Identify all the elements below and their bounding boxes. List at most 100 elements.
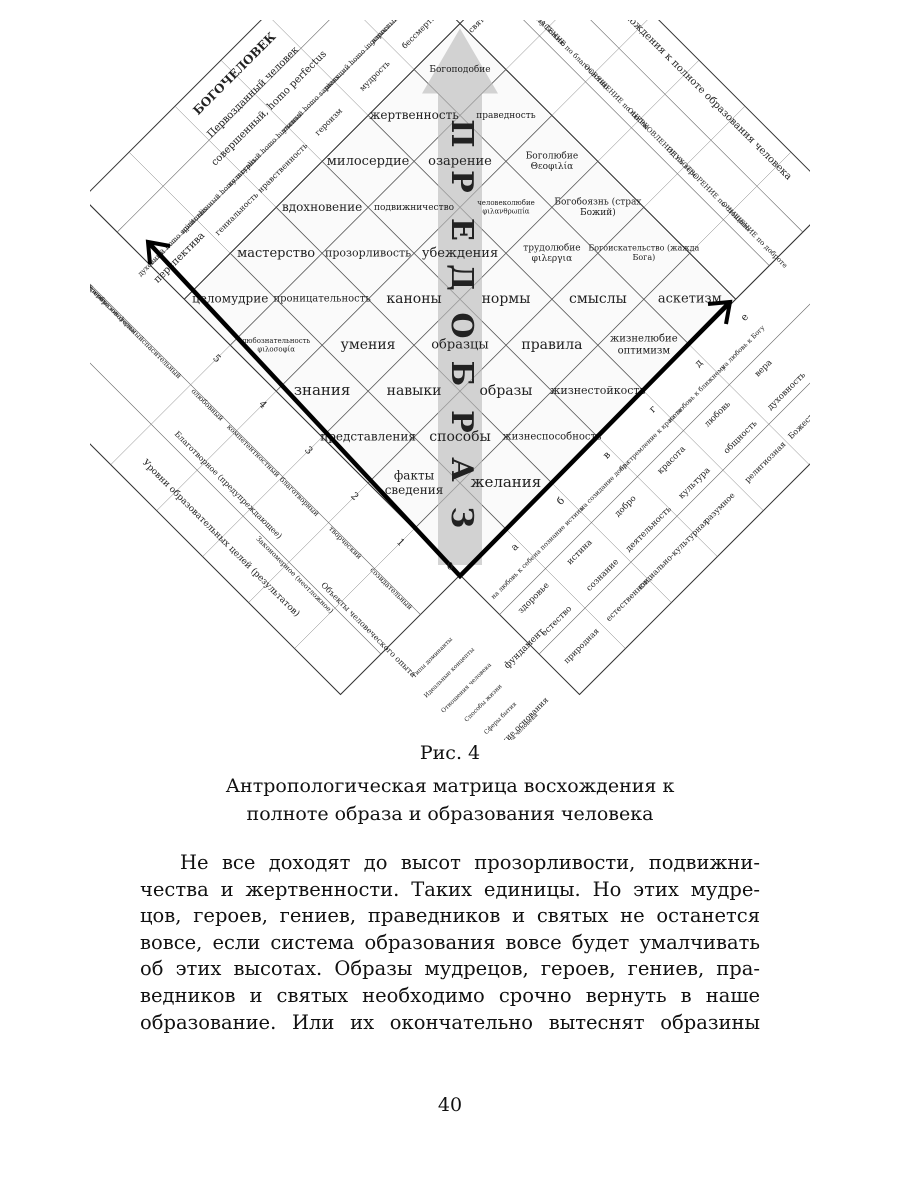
matrix-cell-text: нормы (482, 291, 531, 307)
banner-letter: Р (444, 170, 479, 193)
matrix-cell-text: милосердие (327, 154, 410, 169)
matrix-cell-text: жизнестойкость (550, 384, 645, 397)
matrix-cell-text: Бога) (632, 253, 655, 262)
band-line (294, 528, 415, 649)
band-line (551, 20, 648, 116)
body-paragraph: Не все доходят до высот прозорливости, п… (140, 850, 760, 1036)
matrix-cell-text: φιλεργια (532, 254, 572, 264)
matrix-cell-text: φιλοσοφία (257, 344, 295, 353)
banner-letter: А (444, 457, 479, 482)
figure-title-line-1: Антропологическая матрица восхождения к (225, 775, 675, 797)
matrix-cell-text: мастерство (237, 246, 315, 261)
lower-left-band (90, 204, 461, 696)
band-line (174, 106, 277, 208)
axis-arrows-group: 0 (145, 239, 733, 580)
band-line (202, 436, 323, 557)
body-line: об этих высотах. Образы мудрецов, героев… (140, 957, 760, 981)
banner-letter: З (444, 507, 479, 529)
matrix-cell-text: жизнеспособность (502, 432, 602, 443)
body-line: образование. Или их окончательно вытесня… (140, 1010, 760, 1034)
matrix-cell-text: факты (394, 468, 435, 482)
figure-title: Антропологическая матрица восхождения к … (100, 772, 800, 828)
body-line: ведников и святых необходимо срочно верн… (140, 983, 760, 1007)
matrix-cell-text: смыслы (569, 291, 627, 307)
band-line (110, 345, 231, 465)
banner-letter: Б (444, 361, 479, 387)
band-line (499, 303, 810, 615)
band-line (505, 20, 556, 70)
page-number: 40 (437, 1094, 463, 1116)
matrix-cell-text: Богоискательство (жажда (588, 243, 699, 252)
band-line (220, 60, 323, 162)
matrix-cell-text: аскетизм (658, 292, 722, 307)
matrix-cell-text: праведность (476, 111, 535, 121)
band-line (248, 482, 369, 603)
matrix-cell-text: трудолюбие (523, 242, 580, 253)
matrix-cell-text: Божий) (580, 207, 616, 218)
banner-letter: П (444, 119, 479, 147)
band-line (643, 106, 746, 208)
matrix-cell-text: убеждения (422, 246, 498, 261)
band-line (597, 436, 718, 557)
band-line (505, 528, 626, 649)
matrix-cell-text: Боголюбие (526, 150, 578, 161)
band-line (364, 20, 415, 70)
banner-letter: Е (444, 218, 479, 241)
figure-title-line-2: полноте образа и образования человека (246, 803, 654, 825)
band-line (643, 390, 764, 511)
matrix-cell-text: желания (471, 473, 542, 491)
matrix-cell-text: проницательность (273, 294, 371, 305)
v-axis-arrow (146, 240, 732, 580)
body-line: вовсе, если система образования вовсе бу… (140, 930, 760, 954)
right-level-letter: г (647, 404, 658, 415)
matrix-cell-text: человеколюбие (477, 199, 535, 207)
band-line (551, 482, 672, 603)
matrix-cell-text: сведения (385, 483, 444, 497)
matrix-cell-text: навыки (387, 383, 442, 399)
band-line (156, 390, 277, 511)
matrix-cell-text: целомудрие (192, 292, 268, 306)
banner-letter: О (444, 312, 479, 338)
matrix-cell-text: жертвенность (369, 108, 459, 122)
matrix-cell-text: φιλανθρωπία (482, 207, 529, 216)
banner-letter: Р (444, 410, 479, 433)
left-arrow-head (145, 239, 171, 265)
band-line (90, 283, 421, 615)
right-arrow-head (707, 299, 733, 325)
body-line: цов, героев, гениев, праведников и святы… (140, 904, 760, 928)
band-line (597, 60, 700, 162)
band-line (90, 362, 382, 655)
matrix-cell-text: озарение (428, 154, 492, 169)
band-line (689, 151, 792, 254)
vertical-banner-arrow (422, 28, 498, 566)
origin-zero-label: 0 (447, 562, 453, 573)
body-line: чества и жертвенности. Таких единицы. Но… (140, 877, 760, 901)
matrix-cell-text: способы (429, 429, 490, 445)
matrix-cell-text: образцы (431, 338, 489, 353)
matrix-cell-text: жизнелюбие (610, 334, 678, 345)
cell-labels-group: Богоподобие жертвенность праведность милосе… (192, 64, 722, 497)
band-line (272, 20, 369, 116)
matrix-cell-text: каноны (386, 291, 441, 307)
matrix-cell-text: Θεοφιλία (531, 161, 574, 172)
matrix-cell-text: вдохновение (282, 200, 362, 214)
matrix-cell-text: знания (294, 381, 351, 399)
matrix-cell-text: прозорливость (325, 246, 411, 259)
matrix-cell-text: представления (320, 430, 416, 444)
matrix-cell-text: любознательность (242, 337, 311, 345)
matrix-cell-text: Богобоязнь (страх (554, 196, 641, 207)
matrix-cell-text: подвижничество (374, 203, 454, 213)
band-line (128, 151, 231, 254)
figure-number: Рис. 4 (419, 742, 481, 764)
matrix-cell-text: образы (479, 383, 532, 399)
band-line (689, 345, 810, 465)
matrix-cell-text: Богоподобие (429, 64, 490, 75)
body-line: Не все доходят до высот прозорливости, п… (180, 851, 760, 874)
band-line (538, 382, 810, 655)
matrix-cell-text: правила (521, 337, 582, 353)
banner-letter: Д (444, 264, 479, 291)
